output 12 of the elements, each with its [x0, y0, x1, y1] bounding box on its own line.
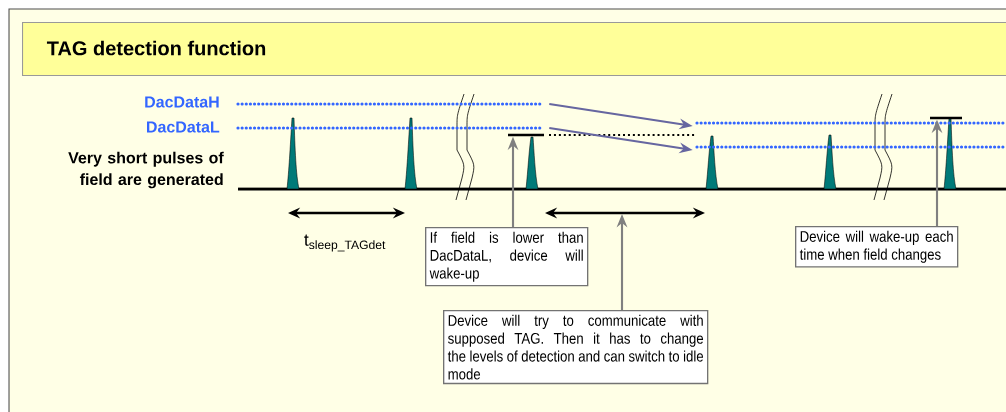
axis-label: DacDataL	[147, 121, 220, 133]
callout-box: If field is lower than DacDataL, device will wake-up	[425, 227, 589, 287]
level-marker	[930, 116, 962, 120]
callout-box: Device will try to communicate with supposed TAG. Then it has to change the levels of detection and can switch to idle mode	[443, 310, 709, 385]
title-band: TAG detection function	[22, 22, 1006, 77]
level-marker	[508, 133, 544, 137]
axis-label: Very short pulses of field are generated	[68, 151, 224, 189]
axis-label: DacDataH	[145, 96, 219, 108]
duration-label: $\text{t}_{\text{sleep\_TAGdet}}$	[304, 234, 386, 252]
callout-box: Device will wake-up each time when field changes	[795, 226, 959, 268]
threshold-line	[695, 145, 1006, 149]
threshold-line	[695, 121, 1006, 125]
